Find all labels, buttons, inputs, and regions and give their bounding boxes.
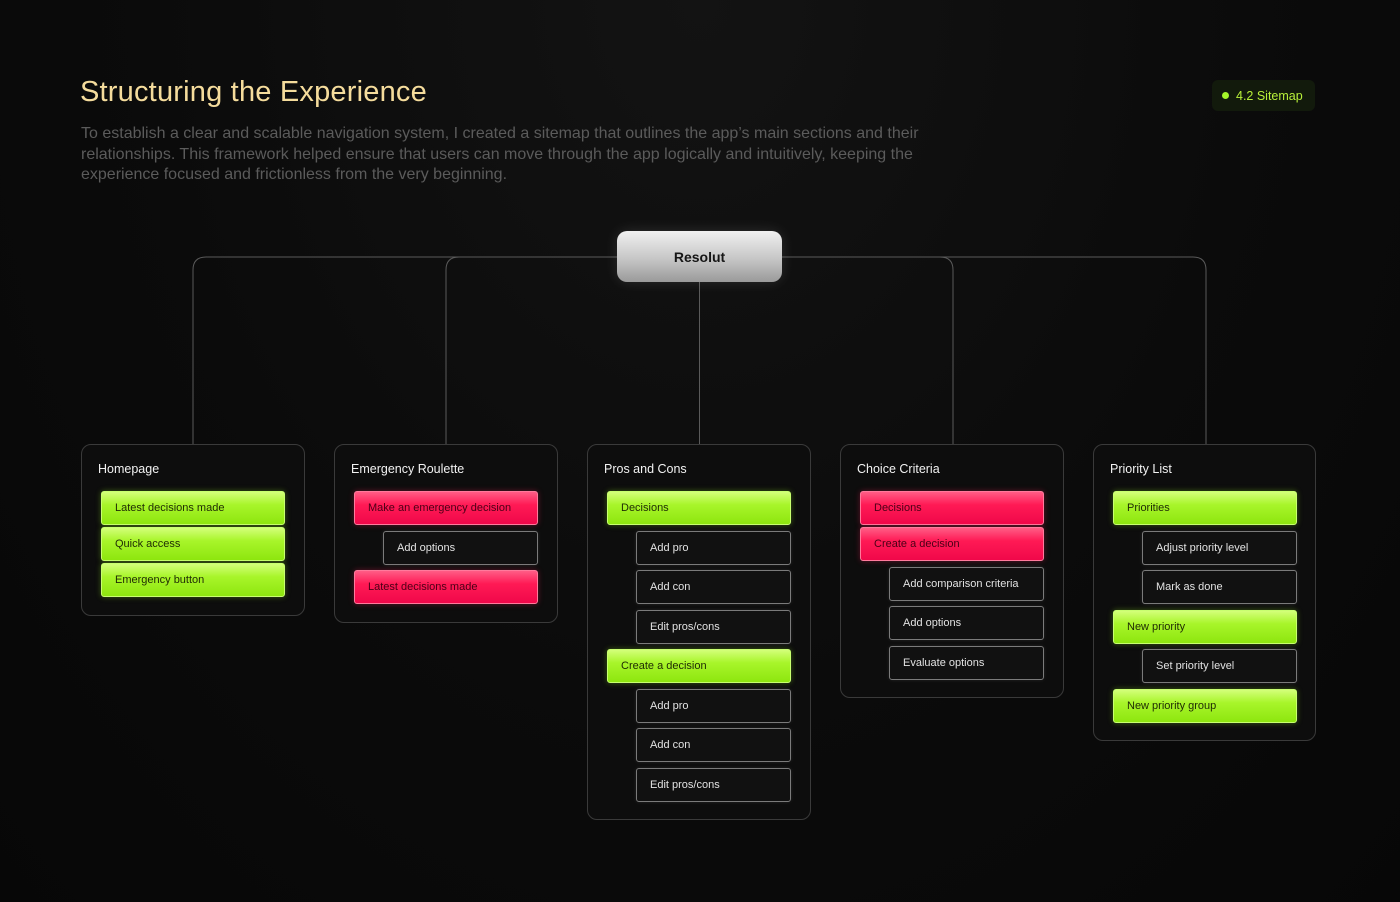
section-badge-label: 4.2 Sitemap: [1236, 88, 1303, 103]
sitemap-node-quick-access: Quick access: [101, 527, 285, 561]
section-title: Pros and Cons: [604, 462, 687, 476]
connector-homepage: [192, 256, 617, 444]
section-title: Emergency Roulette: [351, 462, 465, 476]
sitemap-node-edit-pros-cons: Edit pros/cons: [636, 767, 791, 802]
sitemap-node-add-options: Add options: [383, 530, 538, 565]
sitemap-node-new-priority: New priority: [1113, 609, 1297, 644]
status-dot-icon: [1222, 92, 1229, 99]
section-card-emergency-roulette: Emergency Roulette Make an emergency dec…: [334, 444, 558, 623]
sitemap-node-adjust-priority-level: Adjust priority level: [1142, 530, 1297, 565]
sitemap-node-add-con: Add con: [636, 570, 791, 604]
sitemap-node-add-options: Add options: [889, 606, 1044, 640]
sitemap-node-decisions: Decisions: [607, 491, 791, 525]
intro-paragraph: To establish a clear and scalable naviga…: [81, 125, 919, 183]
connector-emergency-roulette: [445, 256, 617, 444]
sitemap-node-add-con: Add con: [636, 728, 791, 762]
section-title: Priority List: [1110, 462, 1172, 476]
sitemap-node-mark-as-done: Mark as done: [1142, 570, 1297, 604]
sitemap-root-node: Resolut: [617, 231, 782, 282]
sitemap-node-latest-decisions-made: Latest decisions made: [354, 570, 538, 604]
sitemap-node-emergency-button: Emergency button: [101, 563, 285, 597]
sitemap-node-add-pro: Add pro: [636, 688, 791, 723]
section-badge: 4.2 Sitemap: [1212, 80, 1315, 111]
sitemap-node-create-a-decision: Create a decision: [607, 649, 791, 683]
sitemap-node-create-a-decision: Create a decision: [860, 527, 1044, 561]
section-title: Choice Criteria: [857, 462, 940, 476]
sitemap-node-new-priority-group: New priority group: [1113, 688, 1297, 723]
section-title: Homepage: [98, 462, 160, 476]
sitemap-node-make-an-emergency-decision: Make an emergency decision: [354, 491, 538, 525]
sitemap-node-set-priority-level: Set priority level: [1142, 649, 1297, 683]
sitemap-node-add-comparison-criteria: Add comparison criteria: [889, 566, 1044, 601]
sitemap-node-edit-pros-cons: Edit pros/cons: [636, 609, 791, 644]
connector-choice-criteria: [782, 256, 954, 444]
page-title: Structuring the Experience: [80, 76, 427, 108]
sitemap-node-decisions: Decisions: [860, 491, 1044, 525]
sitemap-node-priorities: Priorities: [1113, 491, 1297, 525]
sitemap-node-evaluate-options: Evaluate options: [889, 645, 1044, 680]
sitemap-node-add-pro: Add pro: [636, 530, 791, 565]
connector-priority-list: [782, 256, 1207, 444]
sitemap-node-latest-decisions-made: Latest decisions made: [101, 491, 285, 525]
